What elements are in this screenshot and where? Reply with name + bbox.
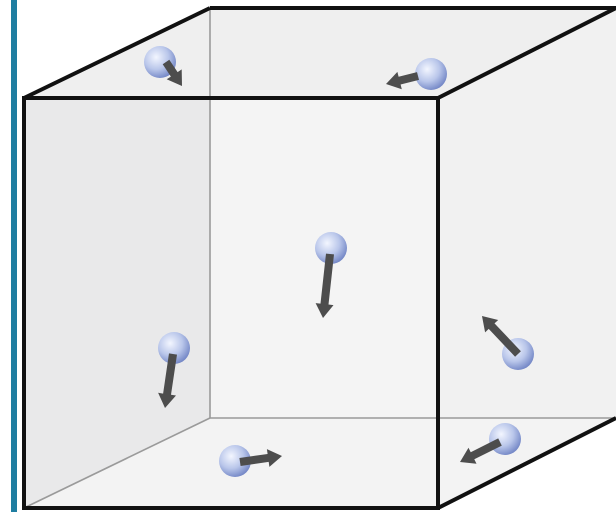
arrow-icon — [460, 438, 502, 464]
sphere-icon — [415, 58, 447, 90]
right-face — [438, 8, 616, 508]
back-edges — [23, 8, 616, 509]
arrow-icon — [162, 59, 182, 86]
front-edges — [22, 6, 616, 510]
arrow-icon — [482, 316, 521, 357]
particle-right-wall — [482, 316, 534, 370]
arrow-icon — [158, 353, 177, 408]
sphere-icon — [315, 232, 347, 264]
left-face — [24, 8, 210, 508]
particle-left-wall — [158, 332, 190, 408]
particle-floor-right — [460, 423, 521, 464]
sphere-icon — [219, 445, 251, 477]
accent-bar — [11, 0, 17, 512]
particle-floor-front — [219, 445, 282, 477]
arrow-icon — [386, 71, 419, 90]
sphere-icon — [489, 423, 521, 455]
particle-top-right — [386, 58, 447, 90]
particle-center — [315, 232, 347, 318]
arrow-icon — [239, 449, 282, 467]
arrow-icon — [315, 253, 334, 318]
particles — [144, 46, 534, 477]
floor-face — [24, 418, 616, 508]
sphere-icon — [158, 332, 190, 364]
particle-top-left — [144, 46, 182, 86]
